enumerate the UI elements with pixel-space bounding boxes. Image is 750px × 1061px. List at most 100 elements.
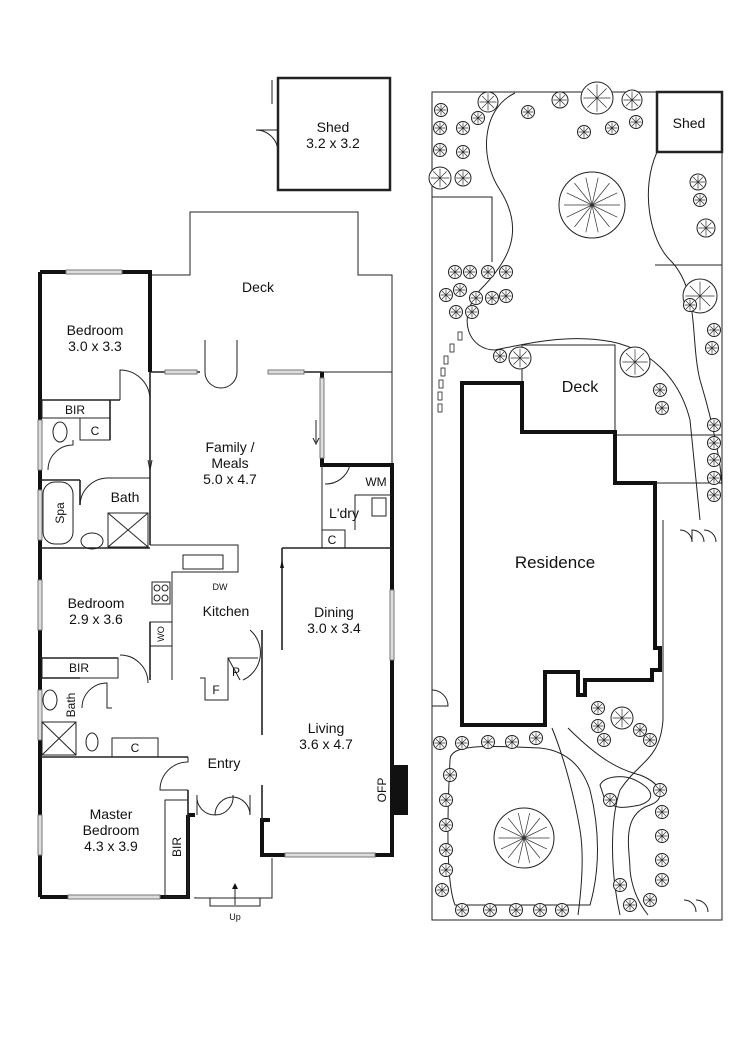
shrub-icon: [643, 733, 657, 747]
shrub-icon: [693, 193, 707, 207]
spa-label: Spa: [53, 502, 67, 524]
shrub-icon: [485, 291, 499, 305]
shrub-icon: [469, 291, 483, 305]
shrub-icon: [610, 706, 634, 730]
shrub-icon: [433, 736, 447, 750]
c2-label: C: [328, 533, 337, 547]
shrub-icon: [521, 105, 535, 119]
shrub-icon: [696, 218, 716, 238]
shrub-icon: [643, 893, 657, 907]
shrub-icon: [655, 401, 669, 415]
windows: [37, 269, 395, 900]
shrub-icon: [499, 289, 513, 303]
shrub-icon: [481, 265, 495, 279]
master-label-2: Bedroom: [83, 822, 140, 838]
shrub-icon: [453, 283, 467, 297]
tree-icon: [493, 807, 555, 869]
shrub-icon: [439, 863, 453, 877]
master-size: 4.3 x 3.9: [84, 838, 138, 854]
site-deck-label: Deck: [562, 379, 599, 396]
shrub-icon: [707, 471, 721, 485]
stepping-stone: [449, 343, 455, 353]
shrub-icon: [533, 903, 547, 917]
shrub-icon: [629, 115, 643, 129]
shrub-icon: [707, 488, 721, 502]
shrub-icon: [483, 903, 497, 917]
shrub-icon: [499, 265, 513, 279]
laundry-label: L'dry: [329, 505, 359, 521]
french-door-icon: [204, 340, 238, 389]
shrub-icon: [707, 453, 721, 467]
cooktop-icon: [151, 581, 171, 605]
shrub-icon: [454, 169, 472, 187]
dining-label: Dining: [314, 604, 354, 620]
shrub-icon: [655, 829, 669, 843]
shrub-icon: [493, 349, 507, 363]
stepping-stones: [437, 331, 463, 413]
bedroom2-label: Bedroom: [68, 595, 125, 611]
shrub-icon: [456, 121, 470, 135]
residence-label: Residence: [515, 553, 595, 572]
shrub-icon: [655, 805, 669, 819]
master-label: Master: [90, 806, 133, 822]
deck: Deck: [152, 211, 393, 465]
stepping-stone: [457, 331, 463, 341]
residence-outline: [460, 381, 662, 727]
trees: [428, 81, 721, 917]
shrub-icon: [428, 166, 452, 190]
living-size: 3.6 x 4.7: [299, 736, 353, 752]
garden-paths: [431, 92, 723, 916]
bir1-label: BIR: [65, 403, 85, 417]
shrub-icon: [435, 883, 449, 897]
shower-icon: [41, 721, 77, 756]
shrub-icon: [707, 323, 721, 337]
shrub-icon: [591, 719, 605, 733]
up-label: Up: [229, 912, 241, 922]
shrub-icon: [477, 91, 499, 113]
shrub-icon: [683, 298, 697, 312]
shrub-icon: [455, 903, 469, 917]
shower-icon: [107, 512, 149, 548]
stepping-stone: [443, 355, 449, 365]
shrub-icon: [481, 735, 495, 749]
bedroom2-size: 2.9 x 3.6: [69, 611, 123, 627]
shrub-icon: [705, 341, 719, 355]
interior-walls: [40, 369, 392, 907]
shrub-icon: [449, 305, 463, 319]
shrub-icon: [448, 265, 462, 279]
stepping-stone: [438, 379, 444, 389]
bedroom1-size: 3.0 x 3.3: [68, 338, 122, 354]
bir2-label: BIR: [69, 661, 89, 675]
family-label: Family /: [206, 439, 255, 455]
shrub-icon: [613, 878, 627, 892]
tree-icon: [558, 171, 626, 239]
shrub-icon: [439, 288, 453, 302]
shrub-icon: [577, 125, 591, 139]
shrub-icon: [653, 383, 667, 397]
shrub-icon: [433, 121, 447, 135]
entry-label: Entry: [208, 755, 241, 771]
shrub-icon: [603, 793, 617, 807]
shrub-icon: [580, 81, 614, 115]
family-size: 5.0 x 4.7: [203, 471, 257, 487]
deck-label: Deck: [242, 279, 275, 295]
shrub-icon: [439, 843, 453, 857]
ofp-label: OFP: [375, 778, 389, 803]
shrub-icon: [689, 173, 707, 191]
shrub-icon: [439, 818, 453, 832]
fireplace: [392, 765, 408, 815]
fridge-label: F: [212, 683, 219, 697]
stepping-stone: [440, 367, 446, 377]
shrub-icon: [443, 768, 457, 782]
living-label: Living: [308, 720, 345, 736]
floor-plan: Shed 3.2 x 3.2 Deck: [37, 76, 408, 922]
shrub-icon: [655, 853, 669, 867]
shrub-icon: [433, 143, 447, 157]
site-shed-label: Shed: [673, 115, 706, 131]
shrub-icon: [456, 145, 470, 159]
stepping-stone: [437, 391, 443, 401]
kitchen-label: Kitchen: [203, 603, 250, 619]
shrub-icon: [529, 731, 543, 745]
bath2-label: Bath: [64, 693, 78, 718]
